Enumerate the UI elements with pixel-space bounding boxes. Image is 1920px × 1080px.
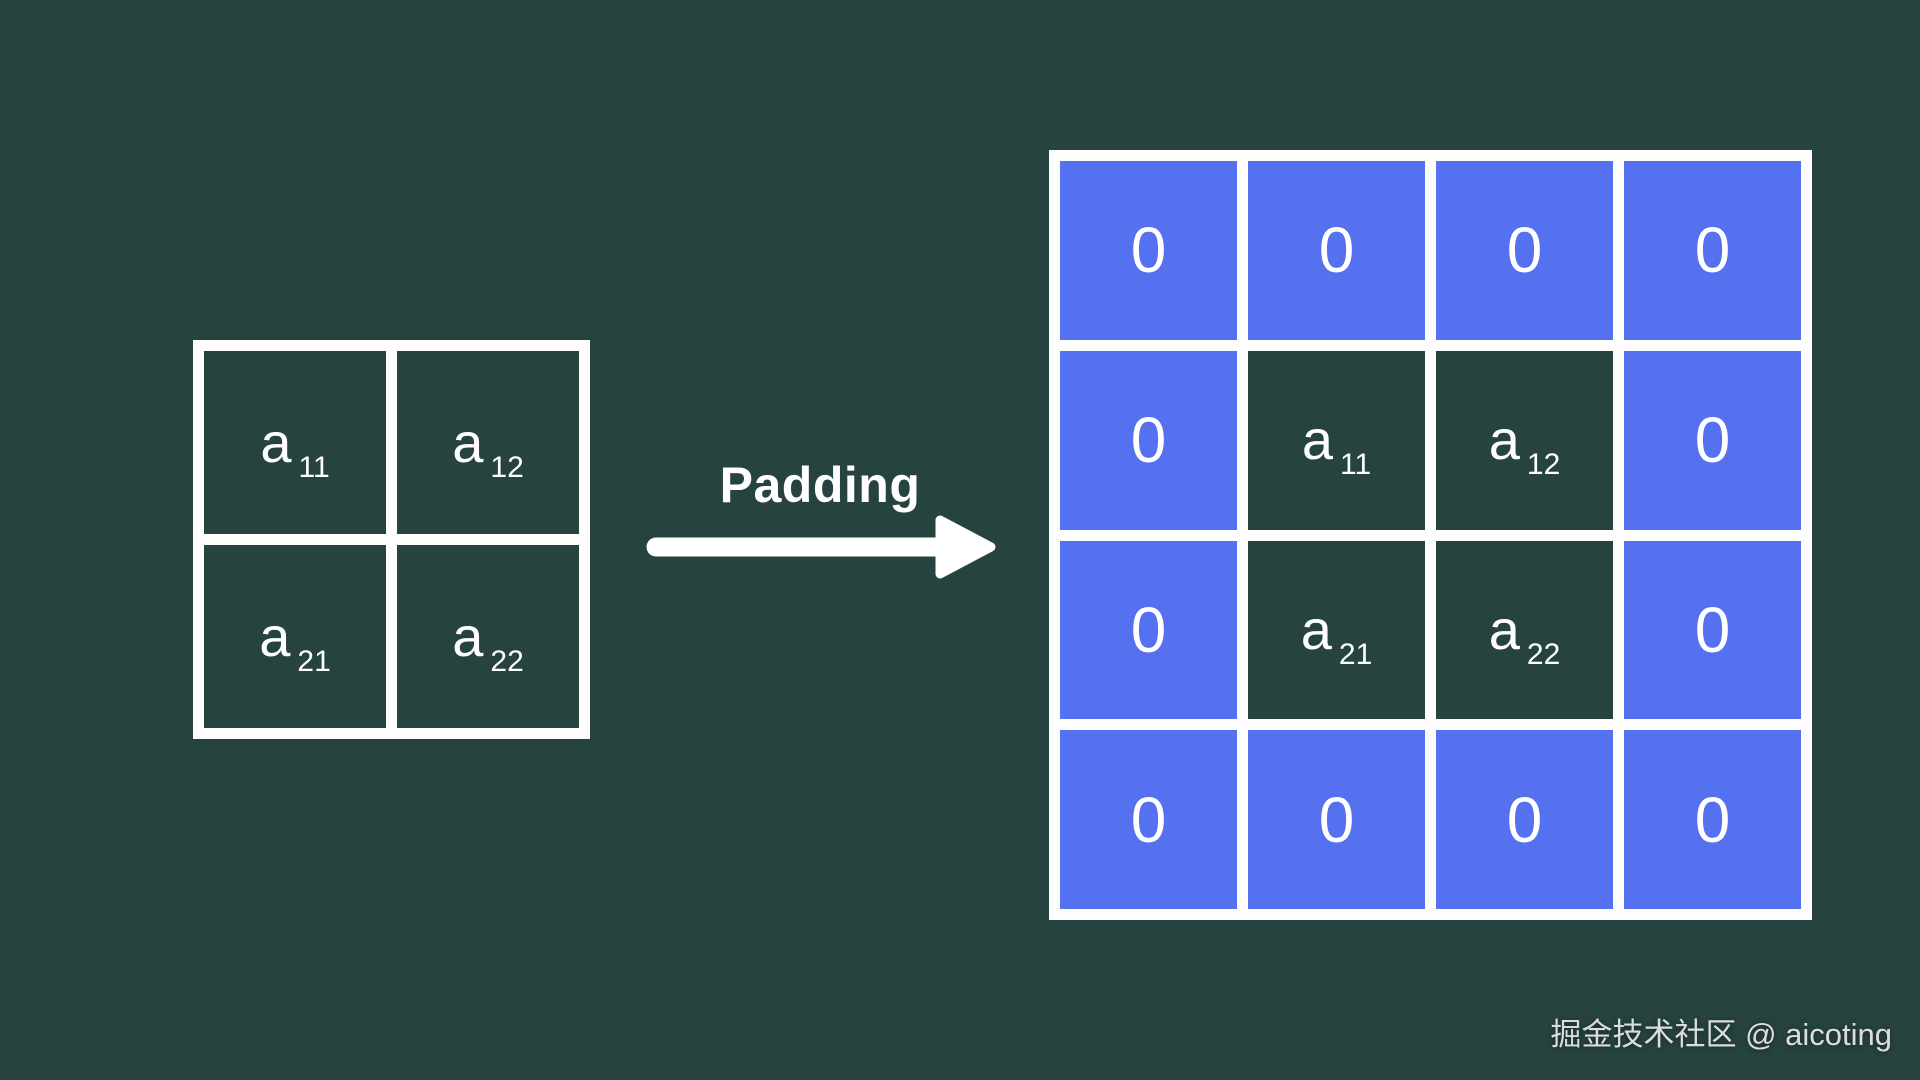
padded-cell-zero-r4c2: 0 [1248,730,1425,909]
padded-cell-zero-r1c4: 0 [1624,161,1801,340]
watermark: 掘金技术社区 @ aicoting [1550,1017,1892,1052]
padded-cell-zero-r2c4: 0 [1624,350,1801,530]
padded-cell-zero-r2c1: 0 [1060,350,1237,530]
padding-transform: Padding [640,460,1000,582]
arrow-right-icon [646,515,996,579]
padded-cell-zero-r3c4: 0 [1624,540,1801,720]
padded-cell-zero-r1c1: 0 [1060,161,1237,340]
padded-cell-zero-r1c2: 0 [1248,161,1425,340]
padding-label: Padding [719,457,921,513]
padded-cell-zero-r4c1: 0 [1060,730,1237,909]
padded-cell-zero-r1c3: 0 [1436,161,1613,340]
padded-cell-zero-r4c3: 0 [1436,730,1613,909]
padded-cell-zero-r3c1: 0 [1060,540,1237,720]
padded-cell-zero-r4c4: 0 [1624,730,1801,909]
